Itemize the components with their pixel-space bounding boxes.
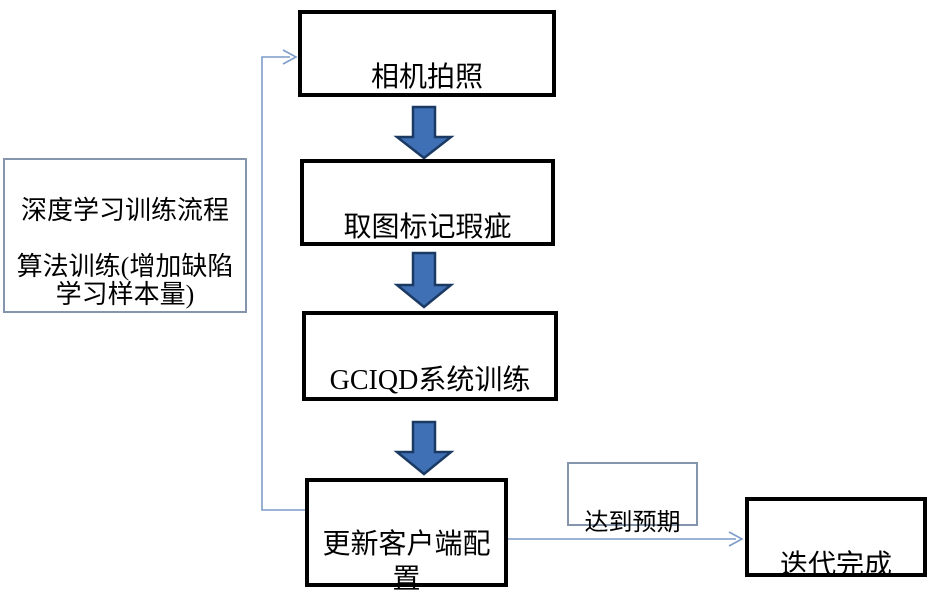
flow-node-camera: 相机拍照 [298, 10, 556, 97]
side-process-label-box: 深度学习训练流程 算法训练(增加缺陷 学习样本量) [3, 158, 247, 313]
chevron-right-arrowhead-icon [282, 49, 298, 65]
flow-node-iteration-done-label: 迭代完成 [779, 550, 892, 581]
down-block-arrow-icon [393, 105, 455, 160]
flow-node-gciqd-training: GCIQD系统训练 [302, 311, 558, 401]
flow-node-gciqd-training-label: GCIQD系统训练 [329, 365, 531, 396]
flow-node-update-config: 更新客户端配置 文件 [305, 478, 508, 595]
side-process-label: 深度学习训练流程 算法训练(增加缺陷 学习样本量) [16, 196, 234, 309]
flow-node-iteration-done: 迭代完成 [745, 497, 927, 581]
down-block-arrow-icon [393, 420, 455, 476]
branch-condition-label: 达到预期 [584, 510, 681, 536]
down-block-arrow-icon [393, 251, 455, 309]
flow-node-update-config-label: 更新客户端配置 文件 [322, 529, 491, 595]
flow-node-mark-defects: 取图标记瑕疵 [300, 159, 555, 246]
flow-node-mark-defects-label: 取图标记瑕疵 [343, 212, 512, 243]
loopback-connector-line [261, 56, 305, 511]
flow-node-camera-label: 相机拍照 [370, 62, 483, 93]
chevron-right-arrowhead-icon [728, 531, 744, 547]
branch-condition-label-box: 达到预期 [567, 462, 698, 536]
